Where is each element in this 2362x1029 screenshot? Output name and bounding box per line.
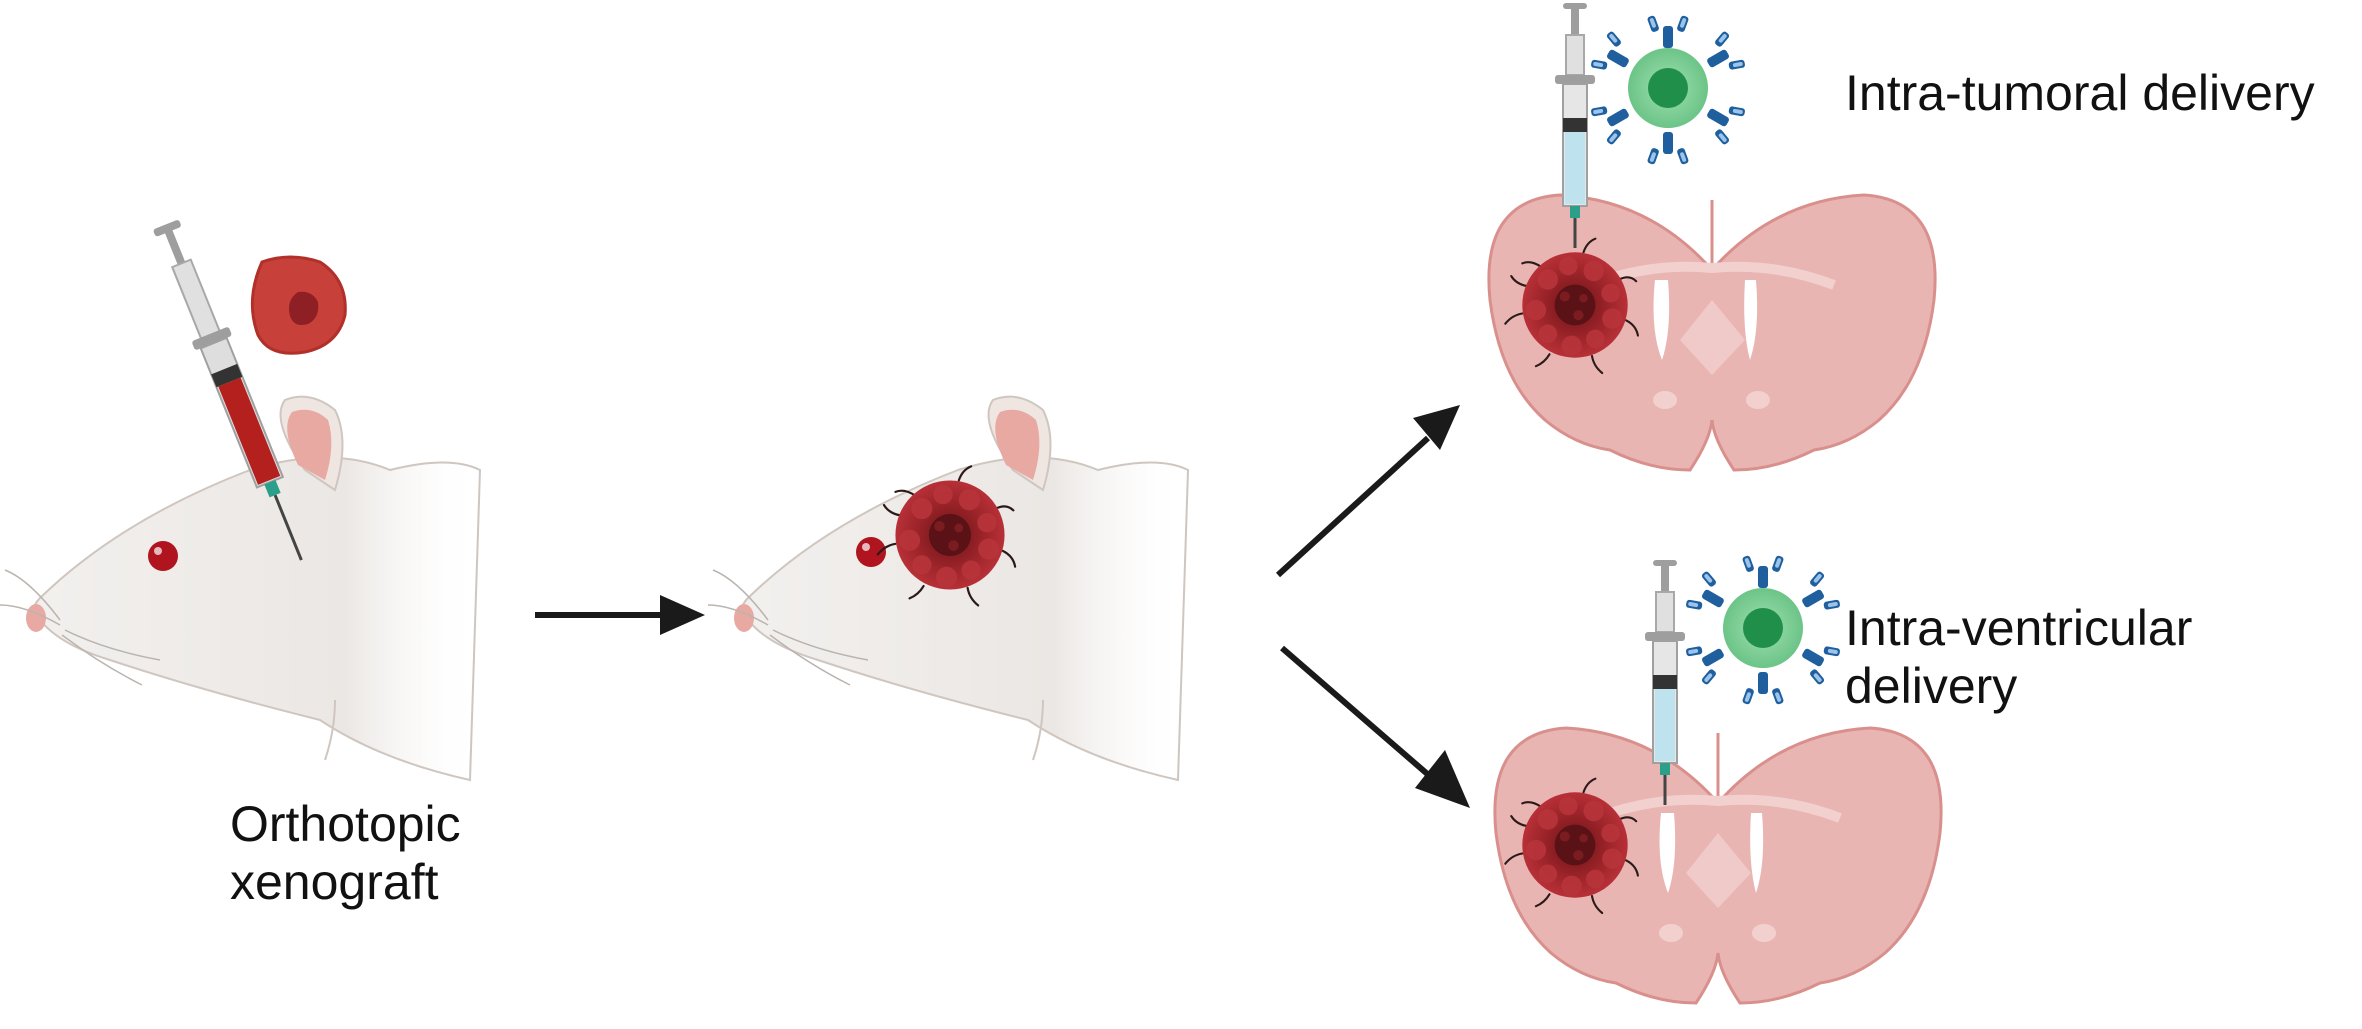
label-line: Intra-ventricular [1845,600,2193,656]
brain-section-intraventricular [1493,726,1943,1005]
mouse-right [707,395,1190,782]
syringe-cells-bottom-icon [1645,560,1685,805]
label-line: delivery [1845,658,2018,714]
arrow-down-right-icon [1280,645,1470,808]
mouse-left [0,395,482,782]
label-line: Intra-tumoral delivery [1845,65,2315,121]
brain-section-intratumoral [1487,193,1937,472]
car-t-cell-bottom-icon [1683,554,1843,706]
tumor-fragment-icon [250,255,347,355]
arrow-up-right-icon [1275,405,1460,578]
label-intratumoral-delivery: Intra-tumoral delivery [1845,64,2315,122]
car-t-cell-top-icon [1588,14,1748,166]
arrow-right-icon [535,595,705,635]
label-orthotopic-xenograft: Orthotopic xenograft [230,795,461,911]
process-arrows [535,405,1470,808]
syringe-cells-icon [153,220,303,561]
syringe-cells-top-icon [1555,3,1595,248]
label-line: Orthotopic [230,796,461,852]
label-intraventricular-delivery: Intra-ventricular delivery [1845,599,2192,715]
label-line: xenograft [230,854,439,910]
